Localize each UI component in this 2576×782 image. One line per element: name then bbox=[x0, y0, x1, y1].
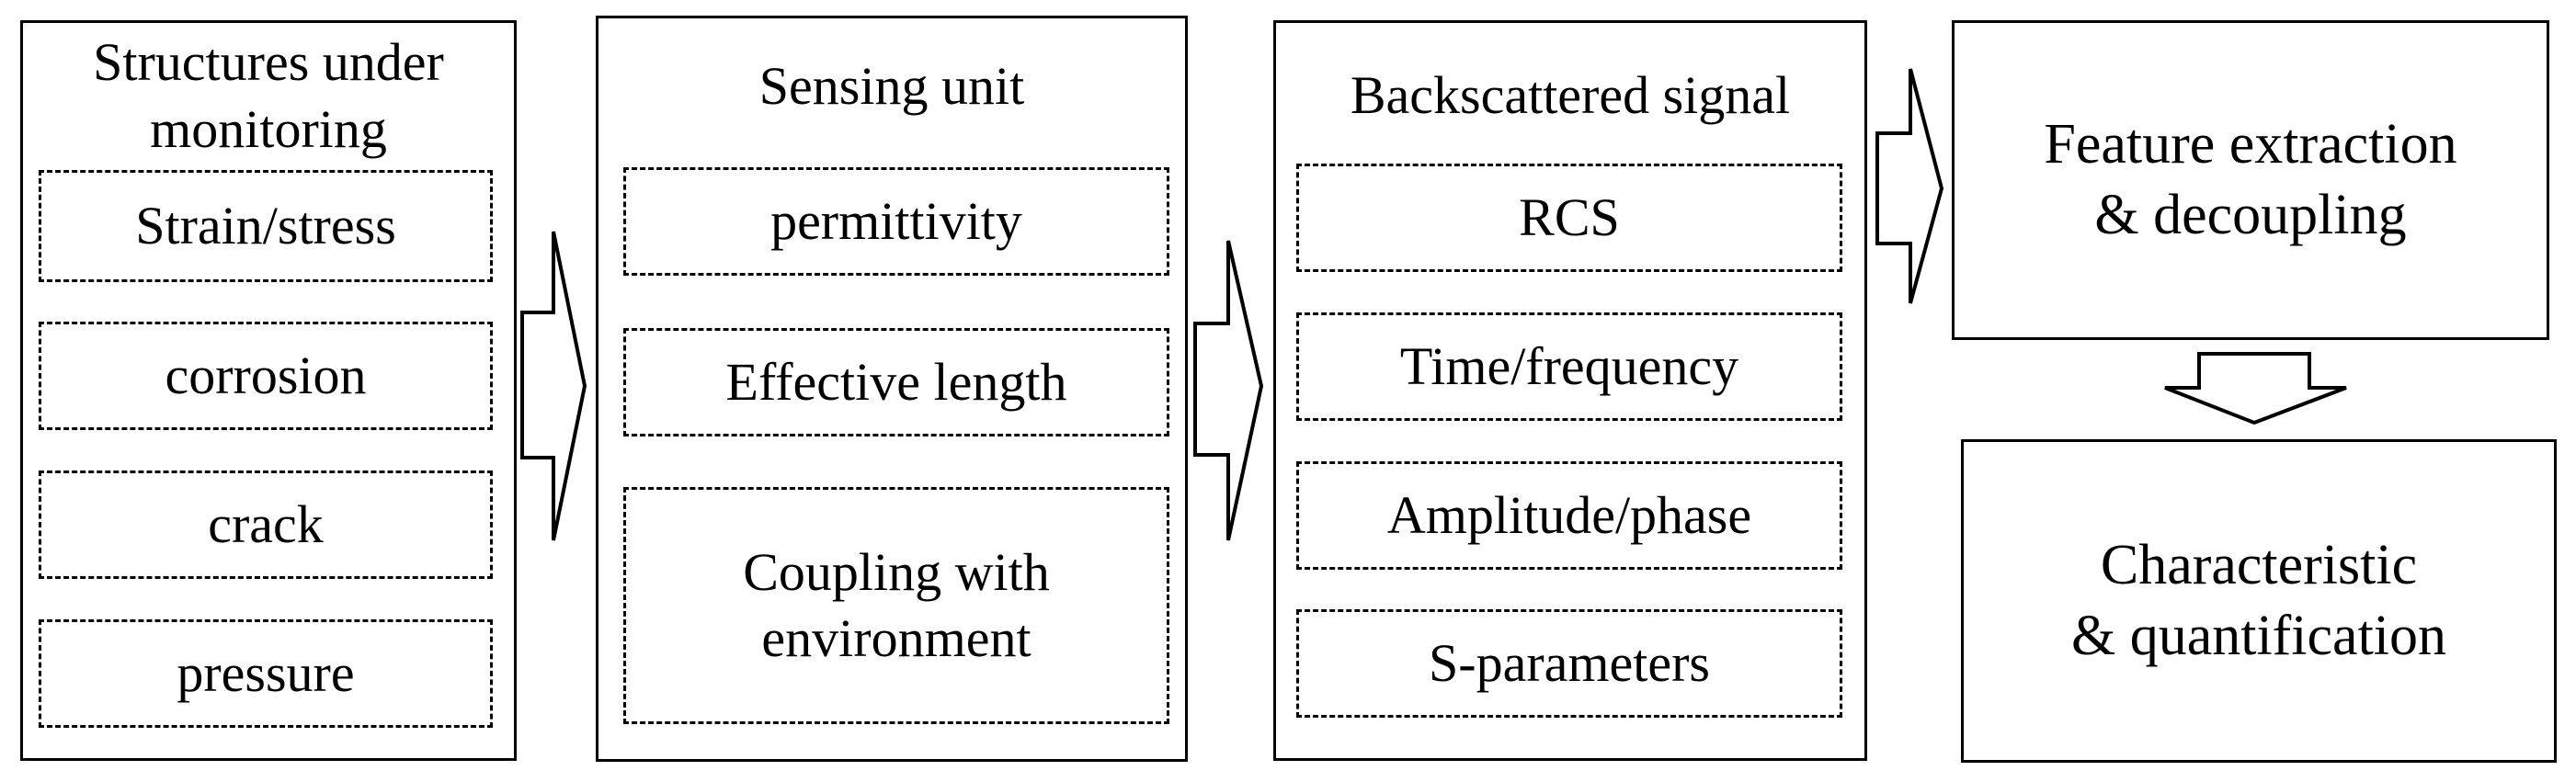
corrosion-label: corrosion bbox=[165, 345, 367, 405]
amplitude-phase-box: Amplitude/phase bbox=[1296, 461, 1842, 570]
time-frequency-label: Time/frequency bbox=[1399, 335, 1739, 396]
effective-length-box: Effective length bbox=[623, 328, 1169, 436]
structures-box bbox=[20, 20, 517, 761]
feature-extraction-box: Feature extraction & decoupling bbox=[1952, 20, 2549, 340]
pressure-box: pressure bbox=[39, 619, 493, 728]
s-parameters-label: S-parameters bbox=[1429, 632, 1710, 693]
sensing-unit-title: Sensing unit bbox=[758, 56, 1025, 116]
structures-title: Structures under monitoring bbox=[20, 29, 517, 163]
corrosion-box: corrosion bbox=[39, 322, 493, 430]
characteristic-line1: Characteristic bbox=[2100, 533, 2418, 596]
arrow-sensing-to-signal bbox=[1193, 240, 1264, 541]
characteristic-box: Characteristic & quantification bbox=[1961, 439, 2557, 763]
rcs-box: RCS bbox=[1296, 164, 1842, 272]
sensing-unit-box bbox=[596, 16, 1188, 762]
effective-length-label: Effective length bbox=[725, 351, 1067, 412]
coupling-box: Coupling with environment bbox=[623, 487, 1169, 724]
arrow-signal-to-feature bbox=[1875, 68, 1944, 304]
coupling-line2: environment bbox=[761, 608, 1032, 668]
feature-extraction-line1: Feature extraction bbox=[2044, 112, 2457, 176]
backscattered-signal-box bbox=[1273, 20, 1867, 761]
time-frequency-box: Time/frequency bbox=[1296, 312, 1842, 421]
strain-stress-box: Strain/stress bbox=[39, 170, 493, 282]
coupling-line1: Coupling with bbox=[743, 541, 1050, 602]
arrow-feature-to-characteristic bbox=[2164, 352, 2347, 425]
arrow-structures-to-sensing bbox=[520, 231, 587, 541]
permittivity-label: permittivity bbox=[770, 190, 1022, 251]
amplitude-phase-label: Amplitude/phase bbox=[1386, 484, 1752, 545]
structures-title-line1: Structures under bbox=[93, 32, 444, 92]
crack-box: crack bbox=[39, 470, 493, 579]
crack-label: crack bbox=[208, 493, 324, 554]
feature-extraction-line2: & decoupling bbox=[2094, 184, 2407, 246]
s-parameters-box: S-parameters bbox=[1296, 609, 1842, 718]
pressure-label: pressure bbox=[177, 642, 355, 703]
characteristic-line2: & quantification bbox=[2070, 605, 2447, 667]
permittivity-box: permittivity bbox=[623, 167, 1169, 276]
backscattered-signal-title: Backscattered signal bbox=[1350, 65, 1791, 125]
strain-stress-label: Strain/stress bbox=[135, 195, 396, 255]
structures-title-line2: monitoring bbox=[150, 98, 387, 159]
rcs-label: RCS bbox=[1519, 187, 1620, 247]
